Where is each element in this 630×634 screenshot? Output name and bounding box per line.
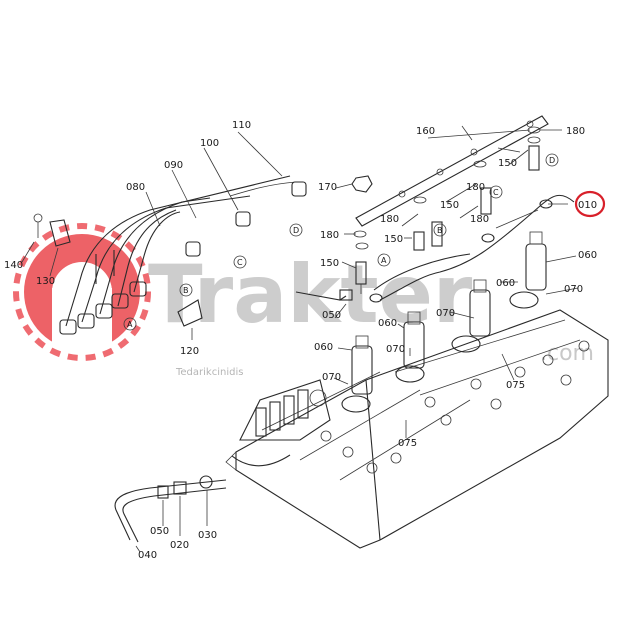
label-150-c: 150 xyxy=(440,200,459,211)
label-020: 020 xyxy=(170,540,189,551)
label-130: 130 xyxy=(36,276,55,287)
label-180-c: 180 xyxy=(380,214,399,225)
pipe-fittings xyxy=(59,181,307,335)
label-070-c: 070 xyxy=(436,308,455,319)
connector-d-upper: D xyxy=(545,153,559,167)
label-050-b: 050 xyxy=(322,310,341,321)
connector-b-lower-text: B xyxy=(183,286,189,295)
connector-b-lower: B xyxy=(179,283,193,297)
connector-a-lower: A xyxy=(123,317,137,331)
label-060-a: 060 xyxy=(314,342,333,353)
glow-plugs xyxy=(355,145,540,294)
watermark-gear-icon xyxy=(13,223,151,361)
label-060-b: 060 xyxy=(378,318,397,329)
injector-1 xyxy=(341,335,373,413)
label-180-b: 180 xyxy=(470,214,489,225)
label-050-a: 050 xyxy=(150,526,169,537)
watermark-tagline: Tedarikcinidis xyxy=(175,367,243,378)
label-150-a: 150 xyxy=(320,258,339,269)
injection-pipes xyxy=(65,175,297,327)
head-bolts xyxy=(320,340,590,474)
engine-head xyxy=(225,309,609,549)
label-180-e: 180 xyxy=(566,126,585,137)
label-040: 040 xyxy=(138,550,157,561)
label-090: 090 xyxy=(164,160,183,171)
connector-c-lower-text: C xyxy=(237,258,243,267)
watermark-domain: .com xyxy=(540,341,594,366)
label-075-b: 075 xyxy=(506,380,525,391)
label-010: 010 xyxy=(578,200,597,211)
connector-a-upper-text: A xyxy=(381,256,387,265)
label-060-d: 060 xyxy=(578,250,597,261)
watermark-logo: Trakter .com Tedarikcinidis xyxy=(13,223,594,378)
label-180-d: 180 xyxy=(466,182,485,193)
connector-a-upper: A xyxy=(377,253,391,267)
connector-b-upper: B xyxy=(433,223,447,237)
hose-fittings xyxy=(157,289,353,499)
return-pipes xyxy=(369,194,575,303)
bracket-130 xyxy=(33,213,71,247)
connector-markers: A B C D A B C D xyxy=(123,153,559,331)
label-120: 120 xyxy=(180,346,199,357)
connector-d-upper-text: D xyxy=(549,156,555,165)
connector-d-lower: D xyxy=(289,223,303,237)
label-110: 110 xyxy=(232,120,251,131)
label-030: 030 xyxy=(198,530,217,541)
label-070-b: 070 xyxy=(386,344,405,355)
label-170: 170 xyxy=(318,182,337,193)
part-labels: 110 100 090 080 160 180 150 170 180 150 … xyxy=(4,120,597,561)
label-160: 160 xyxy=(416,126,435,137)
label-140: 140 xyxy=(4,260,23,271)
injector-2 xyxy=(395,311,425,383)
label-080: 080 xyxy=(126,182,145,193)
connector-a-lower-text: A xyxy=(127,320,133,329)
injection-pump xyxy=(239,379,331,441)
connector-c-lower: C xyxy=(233,255,247,269)
label-100: 100 xyxy=(200,138,219,149)
leak-off-bar xyxy=(355,115,549,227)
label-150-b: 150 xyxy=(384,234,403,245)
injector-3 xyxy=(451,279,491,353)
label-060-c: 060 xyxy=(496,278,515,289)
leader-lines xyxy=(21,125,579,553)
washers xyxy=(353,126,541,250)
label-180-a: 180 xyxy=(320,230,339,241)
highlight-010[interactable]: 010 xyxy=(574,190,606,218)
nut-170 xyxy=(351,175,373,193)
label-070-d: 070 xyxy=(564,284,583,295)
label-150-d: 150 xyxy=(498,158,517,169)
clamp-120 xyxy=(177,299,203,327)
highlight-ring xyxy=(574,190,606,218)
connector-c-upper-text: C xyxy=(493,188,499,197)
label-075-a: 075 xyxy=(398,438,417,449)
label-070-a: 070 xyxy=(322,372,341,383)
injector-4 xyxy=(509,231,547,309)
connector-c-upper: C xyxy=(489,185,503,199)
connector-d-lower-text: D xyxy=(293,226,299,235)
connector-b-upper-text: B xyxy=(437,226,443,235)
